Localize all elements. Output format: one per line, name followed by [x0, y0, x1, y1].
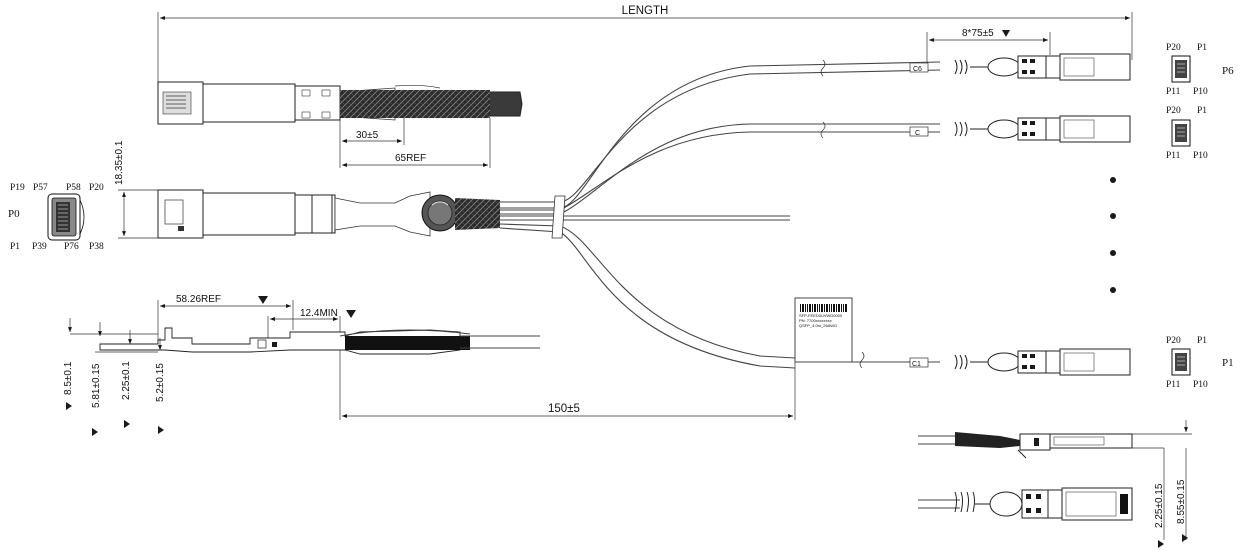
length-dimension: LENGTH: [157, 5, 1133, 95]
dim-124min: 12.4MIN: [300, 308, 338, 319]
mid-pin-p1: P1: [1197, 106, 1207, 116]
dim-5826ref: 58.26REF: [176, 294, 221, 305]
p6-pin-p20: P20: [1166, 43, 1181, 53]
p0-pin-p76: P76: [64, 242, 79, 252]
mid-end-view: P20 P1 P11 P10: [1166, 106, 1208, 161]
dim-150: 150±5: [548, 403, 580, 415]
dim-52: 5.2±0.15: [155, 363, 166, 402]
p1-pin-p11: P11: [1166, 380, 1181, 390]
ellipsis-dots: [1110, 177, 1116, 293]
sfp-plug-c1: C1: [852, 348, 1131, 376]
dim-225-right: 2.25±0.15: [1154, 483, 1165, 528]
tag-line-3: QSFP_4.0m_26AWG: [799, 323, 837, 328]
p6-pin-p10: P10: [1193, 87, 1208, 97]
dim-30: 30±5: [356, 130, 379, 141]
p0-label: P0: [8, 208, 20, 220]
p6-pin-p11: P11: [1166, 87, 1181, 97]
p0-pin-p1: P1: [10, 242, 20, 252]
sfp-plug-c6: C6: [909, 53, 1131, 81]
p1-pin-p20: P20: [1166, 336, 1181, 346]
tag-line-1: SFP-FEED0UVWD0000: [799, 313, 843, 318]
p0-pin-p20: P20: [89, 183, 104, 193]
dim-1835: 18.35±0.1: [114, 140, 125, 185]
label-tag: SFP-FEED0UVWD0000 PN: 7700xxxxxxxx QSFP_…: [794, 297, 853, 363]
dim-581: 5.81±0.15: [91, 363, 102, 408]
dim-65ref: 65REF: [395, 153, 426, 164]
sfp-side-view: [918, 420, 1192, 459]
p1-end-view: P20 P1 P11 P10 P1: [1166, 336, 1234, 390]
braid-top: [340, 90, 490, 118]
p1-pin-p10: P10: [1193, 380, 1208, 390]
p0-pin-p39: P39: [32, 242, 47, 252]
pitch-dimension: 8*75±5: [926, 28, 1051, 68]
qsfp-side-view: 18.35±0.1: [114, 140, 500, 239]
p6-pin-p1: P1: [1197, 43, 1207, 53]
sfp-top-view: 2.25±0.15 8.55±0.15: [918, 448, 1188, 548]
qsfp-top-view: 30±5 65REF: [157, 81, 523, 168]
length-label: LENGTH: [622, 5, 669, 17]
qsfp-profile-view: 58.26REF 12.4MIN 8.5±0.1 5.81±0.15 2.25±…: [63, 294, 796, 436]
dim-225-left: 2.25±0.1: [121, 361, 132, 400]
p0-pin-p58: P58: [66, 183, 81, 193]
mid-pin-p10: P10: [1193, 151, 1208, 161]
p6-end-view: P20 P1 P11 P10 P6: [1166, 43, 1234, 97]
p0-pin-p19: P19: [10, 183, 25, 193]
p6-label: P6: [1222, 65, 1234, 77]
cable-tag-c: C: [915, 130, 920, 137]
mid-pin-p11: P11: [1166, 151, 1181, 161]
mid-pin-p20: P20: [1166, 106, 1181, 116]
cable-tag-c6: C6: [913, 66, 922, 73]
dim-pitch: 8*75±5: [962, 28, 994, 39]
p0-pin-p38: P38: [89, 242, 104, 252]
p1-pin-p1: P1: [1197, 336, 1207, 346]
sfp-plug-c: C: [909, 115, 1131, 143]
dim-85: 8.5±0.1: [63, 361, 74, 395]
cable-tag-c1: C1: [912, 361, 921, 368]
fanout-cables: [499, 59, 941, 369]
p0-pin-p57: P57: [33, 183, 48, 193]
p1-label: P1: [1222, 357, 1234, 369]
dim-855: 8.55±0.15: [1176, 479, 1187, 524]
p0-end-view: P0 P19 P57 P58 P20 P1 P39 P76 P38: [8, 183, 104, 252]
tag-line-2: PN: 7700xxxxxxxx: [799, 318, 832, 323]
